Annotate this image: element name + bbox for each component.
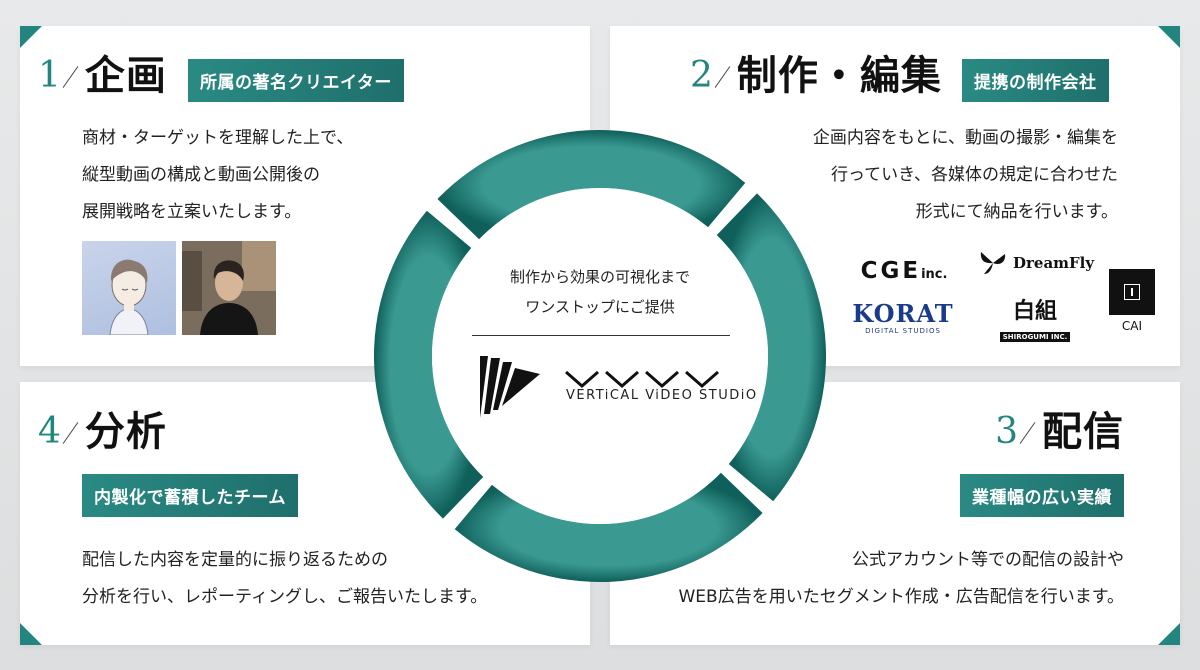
cge-logo: CGEinc. bbox=[854, 258, 954, 284]
step-title: 制作・編集 bbox=[737, 56, 942, 96]
shirogumi-logo: 白組 SHIROGUMI INC. bbox=[990, 298, 1080, 343]
step-badge: 提携の制作会社 bbox=[962, 59, 1109, 102]
creator-photo bbox=[182, 241, 276, 335]
cai-mark-icon bbox=[1109, 269, 1155, 315]
step-number: 4 bbox=[38, 414, 61, 450]
step-number: 3 bbox=[995, 414, 1018, 450]
butterfly-icon bbox=[978, 248, 1008, 278]
step-heading: 4 分析 bbox=[38, 412, 167, 452]
vvs-symbol-icon bbox=[478, 352, 540, 418]
step-title: 配信 bbox=[1042, 412, 1124, 452]
slash-divider bbox=[63, 418, 79, 446]
corner-accent bbox=[1158, 26, 1180, 48]
corner-accent bbox=[1158, 623, 1180, 645]
step-description: 企画内容をもとに、動画の撮影・編集を 行っていき、各媒体の規定に合わせた 形式に… bbox=[813, 120, 1118, 231]
slash-divider bbox=[63, 62, 79, 90]
corner-accent bbox=[20, 26, 42, 48]
step-badge: 所属の著名クリエイター bbox=[188, 59, 404, 102]
slash-divider bbox=[1020, 418, 1036, 446]
step-heading: 2 制作・編集 bbox=[690, 56, 942, 96]
korat-logo: KORAT DIGITAL STUDIOS bbox=[848, 301, 958, 335]
corner-accent bbox=[20, 623, 42, 645]
creator-illustration bbox=[82, 241, 176, 335]
vvvv-wordmark-icon bbox=[564, 370, 722, 388]
step-description: 商材・ターゲットを理解した上で、 縦型動画の構成と動画公開後の 展開戦略を立案い… bbox=[82, 120, 353, 231]
slash-divider bbox=[715, 62, 731, 90]
step-title: 企画 bbox=[85, 56, 167, 96]
step-title: 分析 bbox=[85, 412, 167, 452]
center-divider bbox=[472, 335, 730, 336]
step-heading: 1 企画 bbox=[38, 56, 167, 96]
brand-name: VERTiCAL ViDEO STUDiO bbox=[566, 388, 758, 403]
step-number: 1 bbox=[38, 58, 61, 94]
center-tagline-2: ワンストップにご提供 bbox=[460, 292, 740, 322]
center-tagline-1: 制作から効果の可視化まで bbox=[460, 262, 740, 292]
step-badge: 業種幅の広い実績 bbox=[960, 474, 1124, 517]
dreamfly-logo: DreamFly bbox=[976, 248, 1096, 278]
cycle-ring bbox=[372, 128, 828, 584]
cai-logo: CAI bbox=[1108, 269, 1156, 333]
step-heading: 3 配信 bbox=[995, 412, 1124, 452]
step-badge: 内製化で蓄積したチーム bbox=[82, 474, 298, 517]
step-number: 2 bbox=[690, 58, 713, 94]
